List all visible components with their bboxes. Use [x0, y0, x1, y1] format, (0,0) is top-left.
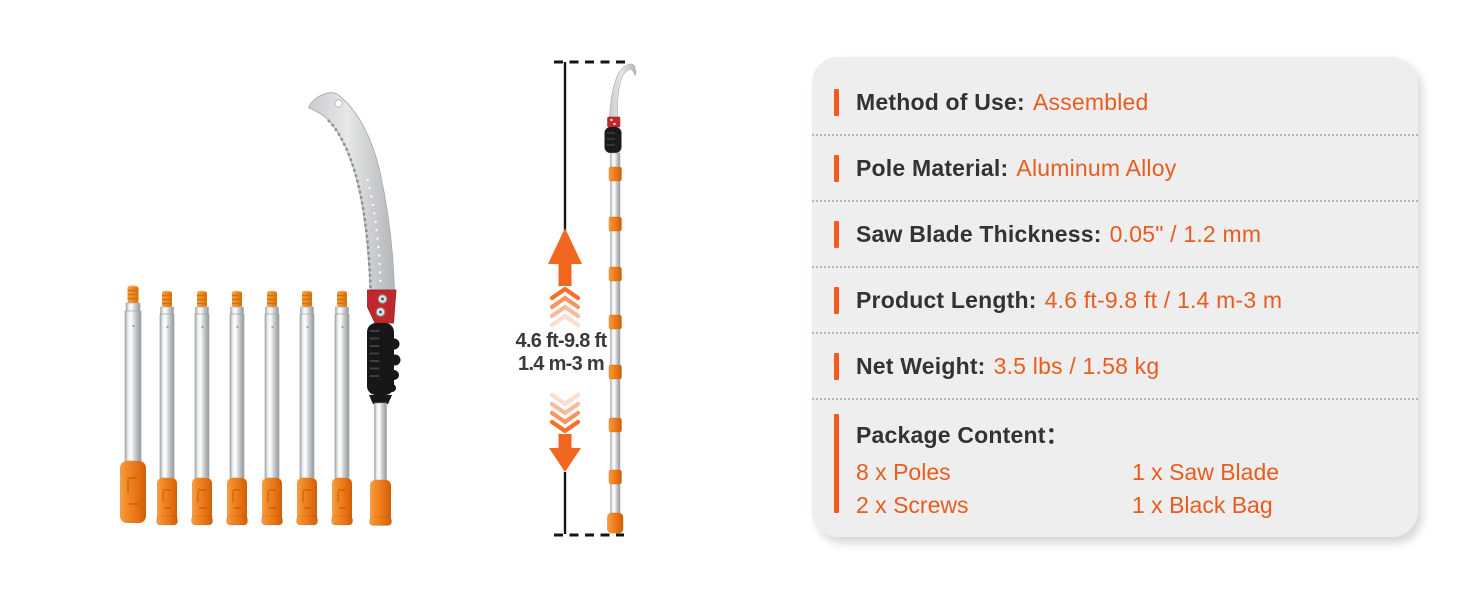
- package-item: 1 x Saw Blade: [1132, 459, 1280, 485]
- accent-bar: [834, 286, 839, 314]
- assembled-pole-saw: [604, 63, 637, 534]
- package-content-list: 8 x Poles 1 x Saw Blade 2 x Screws 1 x B…: [856, 456, 1279, 522]
- pole: [295, 289, 319, 526]
- spec-label: Pole Material:: [856, 154, 1009, 181]
- spec-label: Net Weight:: [856, 352, 986, 379]
- spec-value: Assembled: [1032, 88, 1149, 115]
- accent-bar: [834, 154, 839, 182]
- package-content-section: Package Content： 8 x Poles 1 x Saw Blade…: [812, 400, 1418, 522]
- dimension-label-line2: 1.4 m-3 m: [518, 353, 604, 375]
- saw-blade-with-handle: [307, 92, 401, 526]
- spec-value: Aluminum Alloy: [1016, 154, 1177, 181]
- spec-label: Saw Blade Thickness:: [856, 220, 1102, 247]
- pole: [330, 289, 354, 526]
- dimension-lines: [554, 60, 628, 537]
- accent-bar: [834, 220, 839, 248]
- pole: [190, 289, 214, 526]
- spec-label: Method of Use:: [856, 88, 1025, 115]
- pole: [260, 289, 284, 526]
- spec-label: Product Length:: [856, 286, 1037, 313]
- spec-row-pole-material: Pole Material: Aluminum Alloy: [812, 136, 1418, 202]
- spec-row-saw-blade-thickness: Saw Blade Thickness: 0.05" / 1.2 mm: [812, 202, 1418, 268]
- pole-large: [120, 285, 146, 523]
- down-arrow-icon: [549, 392, 581, 472]
- spec-value: 0.05" / 1.2 mm: [1109, 220, 1262, 247]
- spec-panel: Method of Use: Assembled Pole Material: Al…: [812, 57, 1418, 537]
- package-item: 8 x Poles: [856, 459, 951, 485]
- up-arrow-icon: [548, 228, 582, 328]
- spec-row-net-weight: Net Weight: 3.5 lbs / 1.58 kg: [812, 334, 1418, 400]
- accent-bar: [834, 352, 839, 380]
- saw-blade-small: [609, 63, 637, 118]
- assembled-pole-illustration: 4.6 ft-9.8 ft 1.4 m-3 m: [516, 60, 637, 537]
- spec-value: 4.6 ft-9.8 ft / 1.4 m-3 m: [1044, 286, 1283, 313]
- saw-blade: [307, 92, 395, 291]
- disassembled-parts-illustration: [120, 92, 401, 526]
- pole: [155, 289, 179, 526]
- pole: [225, 289, 249, 526]
- spec-value: 3.5 lbs / 1.58 kg: [993, 352, 1160, 379]
- dimension-label-line1: 4.6 ft-9.8 ft: [516, 330, 608, 352]
- saw-handle-grip: [367, 323, 401, 404]
- package-content-title: Package Content：: [856, 422, 1069, 448]
- accent-bar: [834, 414, 839, 513]
- spec-row-method-of-use: Method of Use: Assembled: [812, 70, 1418, 136]
- package-item: 2 x Screws: [856, 492, 969, 518]
- accent-bar: [834, 88, 839, 116]
- package-item: 1 x Black Bag: [1132, 492, 1273, 518]
- spec-row-product-length: Product Length: 4.6 ft-9.8 ft / 1.4 m-3 m: [812, 268, 1418, 334]
